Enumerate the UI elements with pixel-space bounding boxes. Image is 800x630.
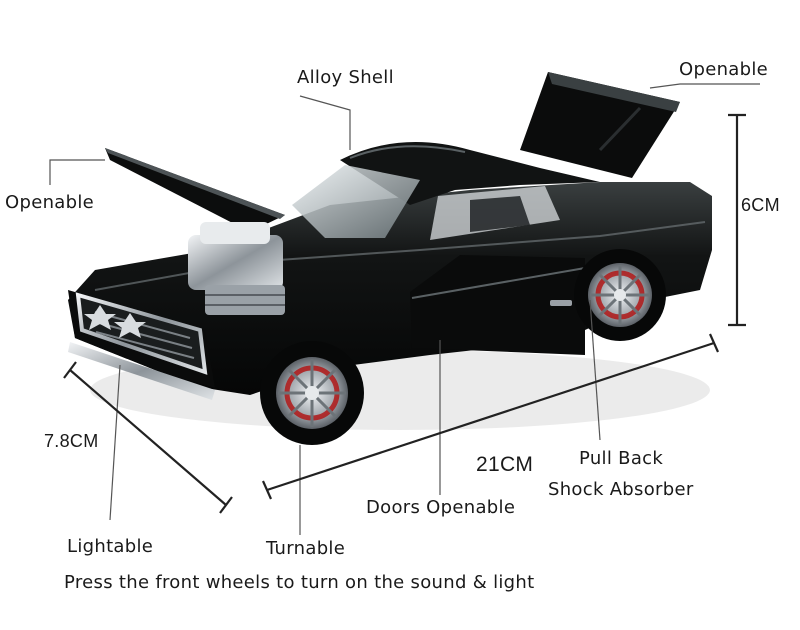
- label-turnable: Turnable: [266, 538, 346, 559]
- label-width: 7.8CM: [44, 431, 99, 451]
- label-doors-openable: Doors Openable: [366, 497, 516, 518]
- trunk-lid: [520, 72, 680, 178]
- label-openable-hood: Openable: [5, 192, 95, 213]
- engine-blower: [188, 222, 285, 315]
- height-dimension: [728, 113, 746, 327]
- callout-line-openable-trunk: [649, 83, 760, 89]
- width-dimension: [63, 361, 233, 514]
- callout-line-lightable: [109, 364, 121, 521]
- callout-line-alloy-shell: [299, 95, 351, 150]
- label-height: 6CM: [741, 195, 780, 215]
- front-wheel: [260, 341, 364, 445]
- label-shock-absorber: Shock Absorber: [548, 479, 694, 500]
- label-alloy-shell: Alloy Shell: [297, 67, 394, 88]
- callout-line-openable-hood: [49, 159, 105, 185]
- label-lightable: Lightable: [67, 536, 154, 557]
- caption: Press the front wheels to turn on the so…: [64, 572, 535, 593]
- front-grille: [75, 292, 208, 375]
- open-door: [410, 255, 586, 355]
- front-bumper: [68, 342, 215, 400]
- label-openable-trunk: Openable: [679, 59, 769, 80]
- label-length: 21CM: [476, 453, 534, 476]
- callout-lines: [49, 83, 760, 535]
- callout-line-pull-back: [589, 299, 601, 441]
- rear-wheel: [574, 249, 666, 341]
- label-pull-back: Pull Back: [579, 448, 664, 469]
- hood: [105, 148, 285, 232]
- length-dimension: [261, 333, 720, 500]
